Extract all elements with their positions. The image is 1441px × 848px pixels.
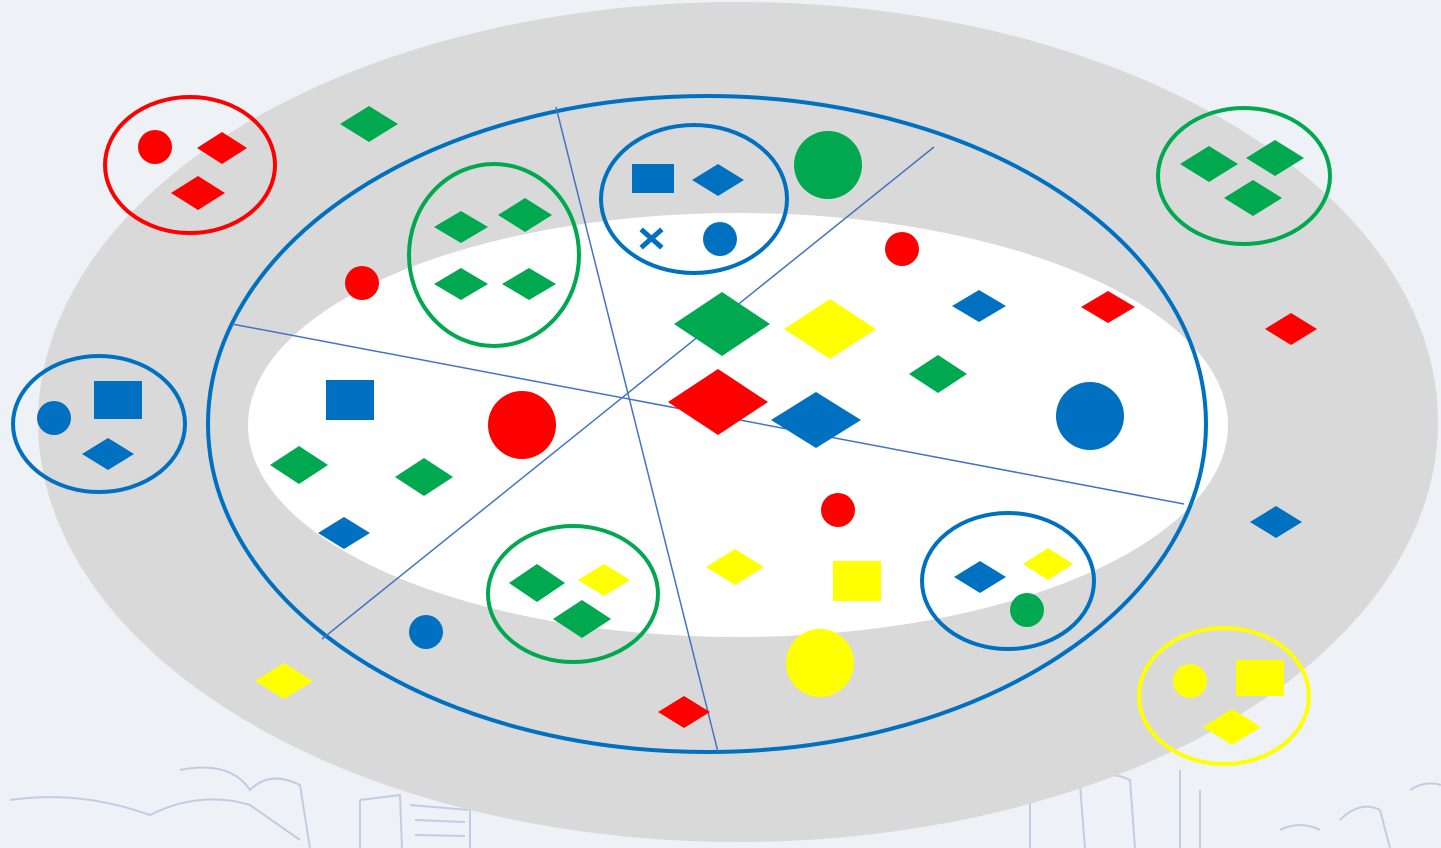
red-circle <box>488 391 556 459</box>
green-circle <box>1010 593 1044 627</box>
yellow-circle <box>786 629 854 697</box>
blue-square <box>326 380 374 420</box>
red-circle <box>885 232 919 266</box>
blue-circle <box>703 222 737 256</box>
yellow-square <box>1236 660 1284 696</box>
blue-circle <box>1056 382 1124 450</box>
blue-square <box>94 381 142 419</box>
blue-square <box>632 164 674 193</box>
red-circle <box>821 493 855 527</box>
yellow-square <box>833 561 881 601</box>
red-circle <box>138 130 172 164</box>
yellow-circle <box>1173 664 1207 698</box>
blue-circle <box>37 401 71 435</box>
blue-circle <box>409 615 443 649</box>
red-circle <box>345 266 379 300</box>
green-circle <box>794 131 862 199</box>
